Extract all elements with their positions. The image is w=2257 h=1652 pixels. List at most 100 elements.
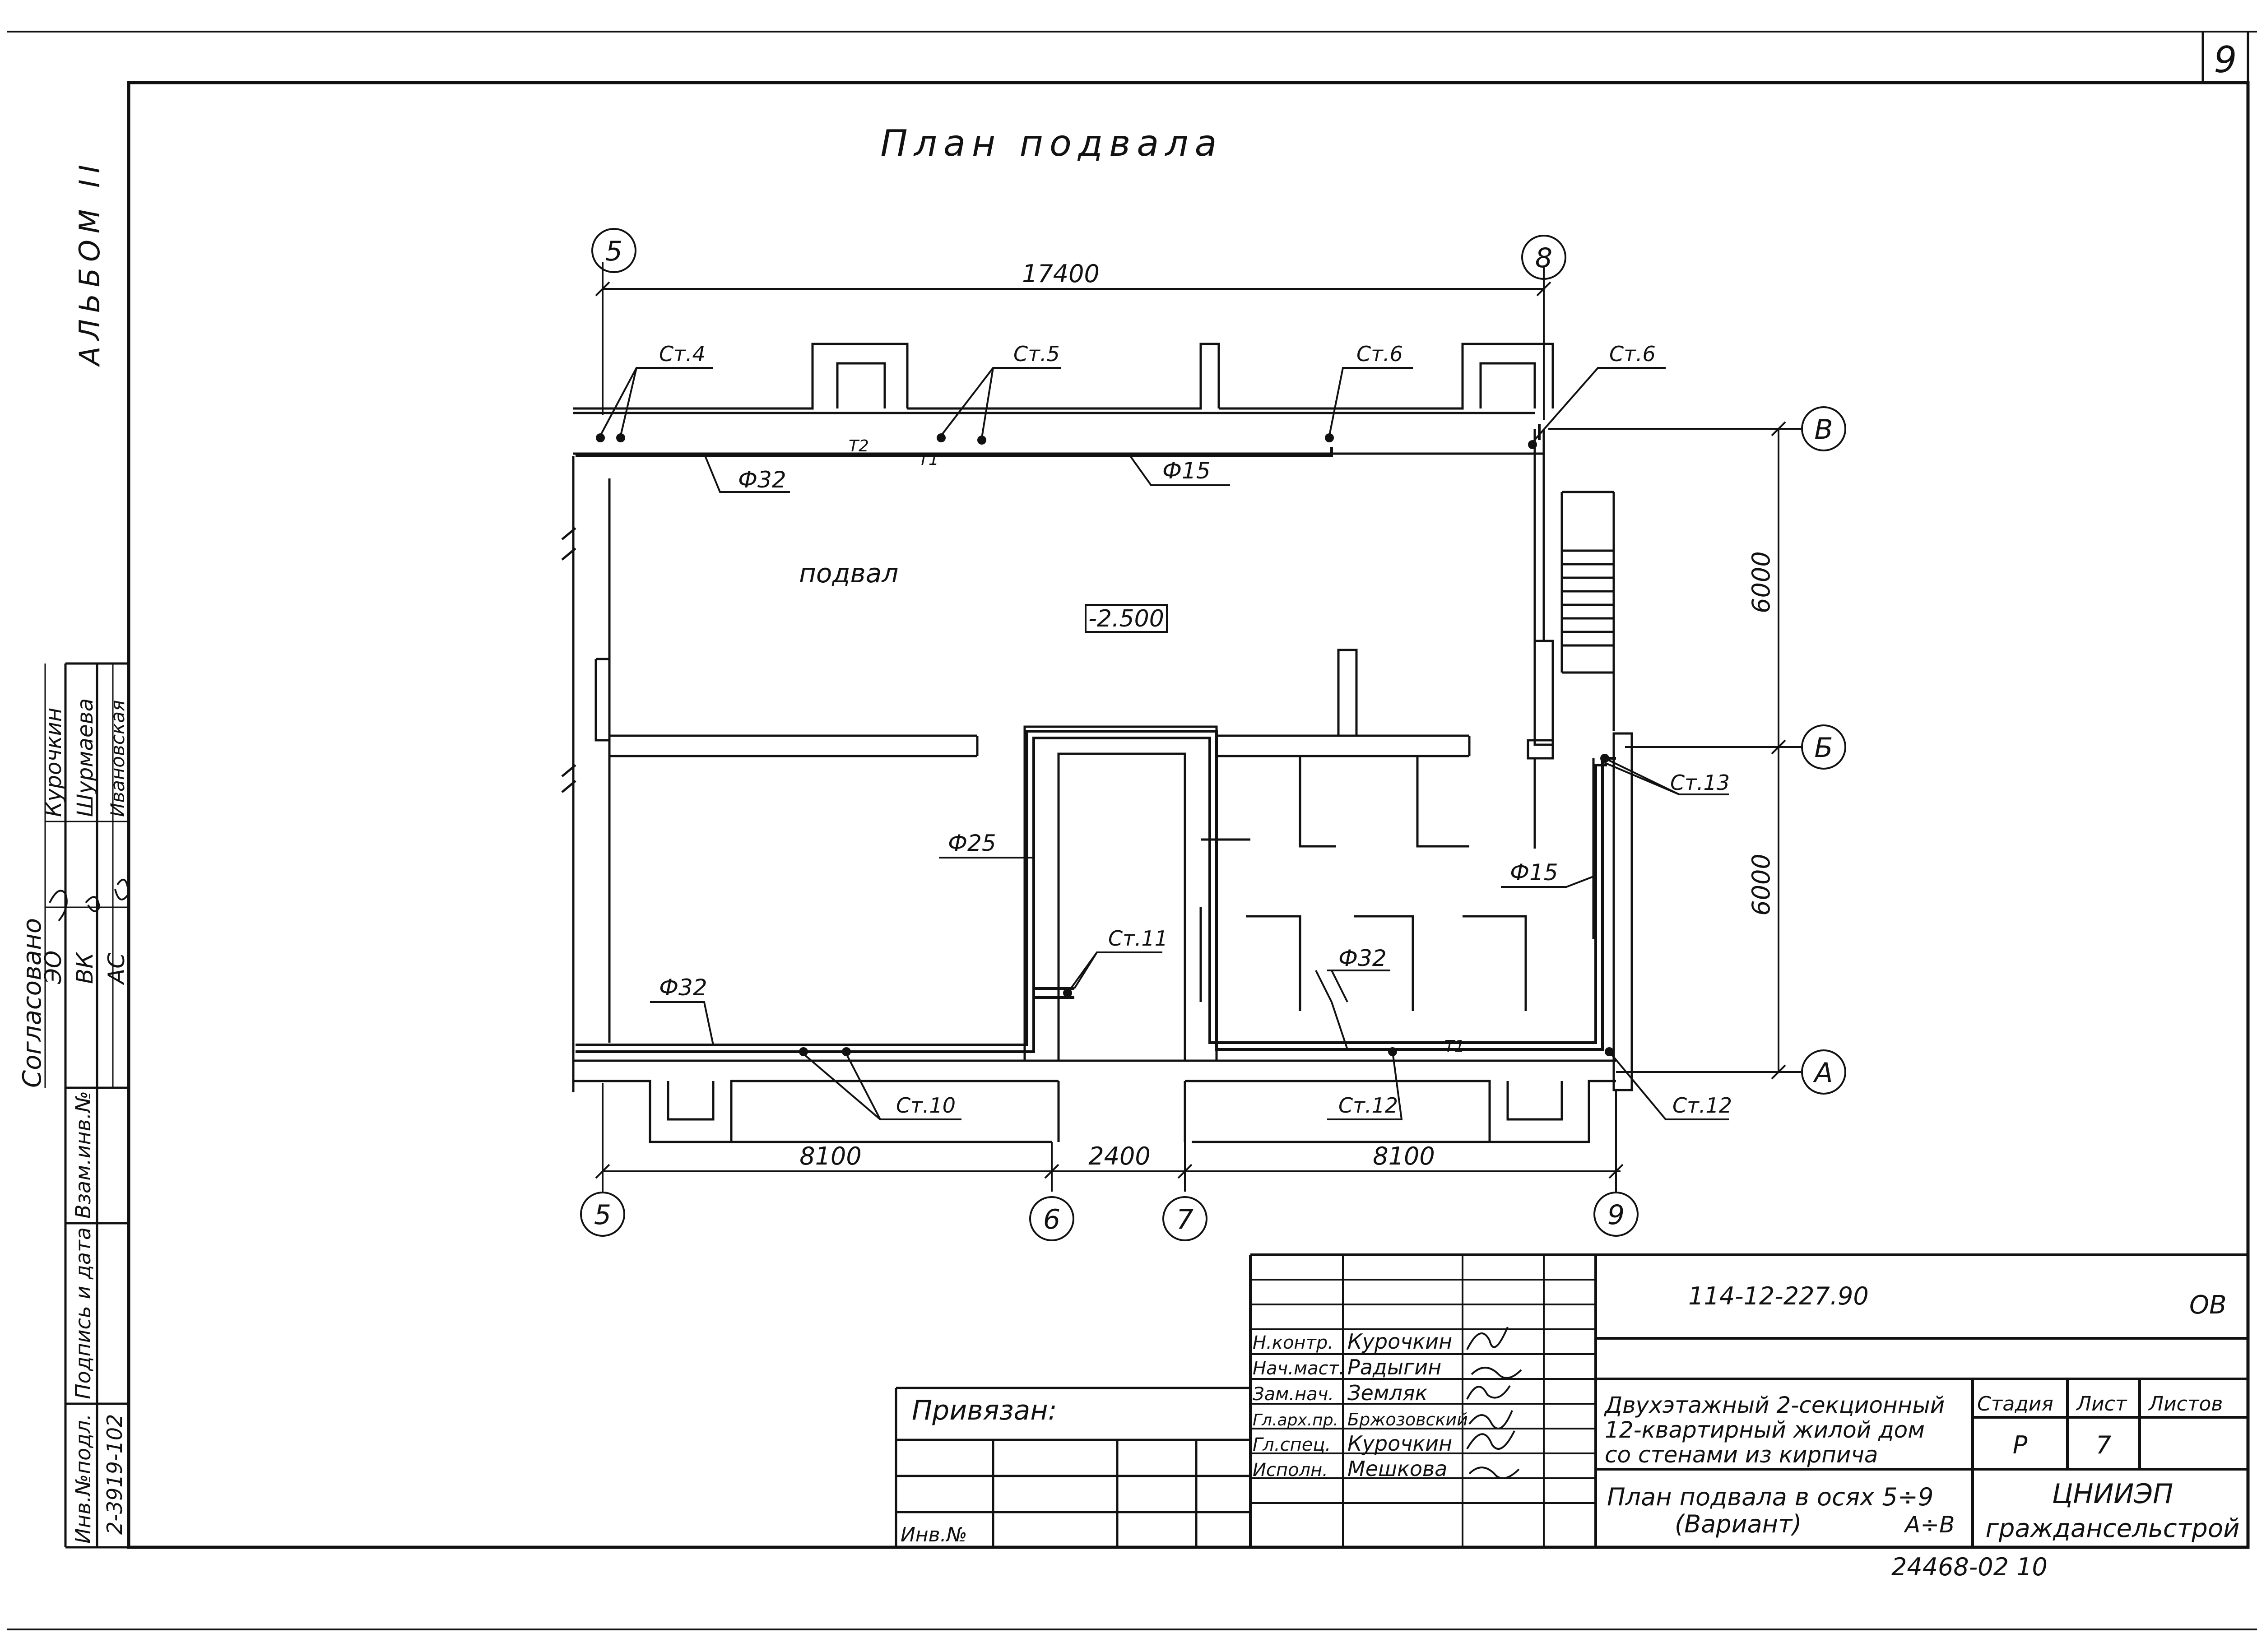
riser-st12-b: Ст.12 bbox=[1672, 1093, 1732, 1118]
pipe-mark-t1-top: Т1 bbox=[919, 450, 939, 469]
axis-6: 6 bbox=[1043, 1204, 1060, 1235]
pipe-d25: Ф25 bbox=[948, 830, 996, 856]
leaders bbox=[599, 367, 1729, 1120]
sheet-title-2: (Вариант) bbox=[1675, 1510, 1802, 1538]
axis-7: 7 bbox=[1176, 1204, 1194, 1235]
project-title-line-3: со стенами из кирпича bbox=[1605, 1442, 1878, 1468]
approval-dept-1: ЭО bbox=[40, 951, 66, 984]
approval-name-2: Шурмаева bbox=[73, 698, 98, 817]
bottom-wall bbox=[573, 1059, 1616, 1143]
axis-A: А bbox=[1812, 1057, 1833, 1089]
axis-8: 8 bbox=[1535, 242, 1552, 274]
floor-plan bbox=[561, 228, 1846, 1241]
sheet-label: Лист bbox=[2076, 1392, 2127, 1415]
pipe-d32-top: Ф32 bbox=[738, 467, 786, 493]
name-zam-nach: Земляк bbox=[1347, 1381, 1428, 1405]
axis-bubbles bbox=[580, 228, 1846, 1241]
privyazan-label: Привязан: bbox=[912, 1395, 1057, 1426]
name-nach-mast: Радыгин bbox=[1347, 1355, 1441, 1379]
level-mark-box bbox=[1085, 604, 1168, 633]
role-ispoln: Исполн. bbox=[1253, 1460, 1328, 1480]
role-gl-arh: Гл.арх.пр. bbox=[1253, 1411, 1338, 1429]
name-n-kontr: Курочкин bbox=[1347, 1329, 1452, 1354]
role-gl-spec: Гл.спец. bbox=[1253, 1434, 1331, 1455]
sheet-value: 7 bbox=[2096, 1431, 2111, 1459]
privyazan-inv-label: Инв.№ bbox=[901, 1523, 967, 1546]
riser-st6-a: Ст.6 bbox=[1356, 342, 1403, 366]
sheets-label: Листов bbox=[2148, 1392, 2223, 1415]
stamp-grid bbox=[1250, 1255, 1596, 1547]
sheet-title-1: План подвала в осях 5÷9 bbox=[1607, 1483, 1933, 1511]
pipe-d32-left: Ф32 bbox=[659, 974, 707, 1001]
pipe-mark-t2: Т2 bbox=[849, 437, 869, 455]
privyazan-block bbox=[895, 1387, 1250, 1547]
dim-bottom-left: 8100 bbox=[799, 1142, 861, 1170]
name-ispoln: Мешкова bbox=[1347, 1457, 1447, 1481]
name-gl-spec: Курочкин bbox=[1347, 1431, 1452, 1456]
approval-name-1: Курочкин bbox=[41, 708, 66, 817]
internal-partitions bbox=[1199, 756, 1527, 1011]
role-n-kontr: Н.контр. bbox=[1253, 1332, 1333, 1353]
vzam-label: Взам.инв.№ bbox=[71, 1091, 95, 1219]
project-title-line-2: 12-квартирный жилой дом bbox=[1605, 1417, 1925, 1443]
stage-label: Стадия bbox=[1977, 1392, 2053, 1415]
role-zam-nach: Зам.нач. bbox=[1253, 1384, 1334, 1405]
approval-title: Согласовано bbox=[18, 918, 47, 1088]
doc-section: ОВ bbox=[2189, 1290, 2227, 1320]
riser-st5: Ст.5 bbox=[1013, 342, 1060, 366]
riser-dots bbox=[596, 433, 1614, 1056]
sign-date-label: Подпись и дата bbox=[71, 1227, 95, 1399]
riser-st13: Ст.13 bbox=[1670, 770, 1730, 795]
sheet-frame bbox=[7, 31, 2257, 1630]
org-name-1: ЦНИИЭП bbox=[2052, 1478, 2173, 1510]
album-label: АЛЬБОМ II bbox=[73, 158, 106, 367]
dim-right-upper: 6000 bbox=[1747, 551, 1775, 613]
approval-texts: Согласовано ЭО ВК АС Курочкин Шурмаева И… bbox=[18, 698, 130, 1544]
heating-pipes bbox=[576, 424, 1616, 1053]
axis-B: Б bbox=[1814, 732, 1833, 764]
dim-top: 17400 bbox=[1022, 260, 1100, 288]
riser-st10: Ст.10 bbox=[896, 1093, 956, 1118]
approval-strip bbox=[44, 662, 129, 1549]
riser-st6-b: Ст.6 bbox=[1609, 342, 1656, 366]
axis-5-top: 5 bbox=[605, 236, 622, 267]
name-gl-arh: Бржозовский bbox=[1347, 1410, 1468, 1429]
inv-podl-label: Инв.№подл. bbox=[71, 1414, 95, 1544]
pipe-d32-right: Ф32 bbox=[1338, 945, 1387, 971]
level-mark: -2.500 bbox=[1088, 605, 1164, 632]
dim-right-lower: 6000 bbox=[1747, 854, 1775, 915]
room-name: подвал bbox=[799, 558, 898, 589]
riser-st12-a: Ст.12 bbox=[1338, 1093, 1398, 1118]
stage-value: Р bbox=[2013, 1431, 2028, 1459]
approval-dept-3: АС bbox=[103, 953, 130, 985]
axis-9: 9 bbox=[1607, 1199, 1625, 1231]
left-wall bbox=[561, 456, 611, 1092]
plan-labels: подвал -2.500 5 8 5 6 7 9 В Б А 17400 81… bbox=[594, 236, 1833, 1235]
approval-signatures bbox=[49, 878, 130, 922]
riser-st11: Ст.11 bbox=[1108, 926, 1168, 951]
axis-V: В bbox=[1814, 414, 1833, 445]
role-nach-mast: Нач.маст. bbox=[1253, 1358, 1345, 1379]
stamp-texts: 114-12-227.90 ОВ Двухэтажный 2-секционны… bbox=[1604, 1282, 2240, 1581]
project-title-line-1: Двухэтажный 2-секционный bbox=[1604, 1392, 1945, 1418]
pipe-mark-t1-bottom: Т1 bbox=[1444, 1037, 1465, 1056]
footer-code: 24468-02 10 bbox=[1891, 1553, 2048, 1581]
top-wall bbox=[573, 343, 1554, 455]
org-name-2: граждансельстрой bbox=[1985, 1514, 2239, 1543]
dim-bottom-right: 8100 bbox=[1373, 1142, 1435, 1170]
approval-dept-2: ВК bbox=[72, 951, 98, 984]
partition bbox=[609, 649, 1471, 1062]
pipe-d15-top: Ф15 bbox=[1162, 458, 1211, 484]
axis-5-bottom: 5 bbox=[594, 1199, 611, 1231]
dim-bottom-mid: 2400 bbox=[1088, 1142, 1150, 1170]
dimension-lines bbox=[595, 262, 1801, 1192]
pipe-d15-right: Ф15 bbox=[1510, 859, 1558, 886]
sheet-title-axes: А÷В bbox=[1904, 1512, 1955, 1538]
doc-code: 114-12-227.90 bbox=[1688, 1282, 1869, 1310]
stamp-signatures bbox=[1466, 1327, 1522, 1479]
drawing-title: План подвала bbox=[881, 122, 1223, 164]
inv-podl-value: 2-3919-102 bbox=[102, 1414, 127, 1535]
riser-st4: Ст.4 bbox=[659, 342, 706, 366]
right-wall bbox=[1527, 429, 1633, 1091]
